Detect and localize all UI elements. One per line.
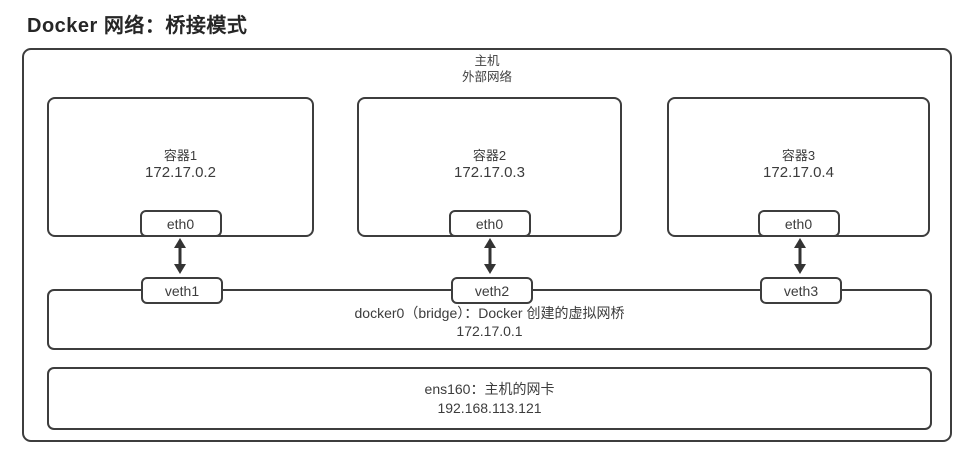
container-ip: 172.17.0.2 (145, 164, 216, 181)
host-box: 主机 外部网络 容器1 172.17.0.2 eth0 容器2 172.17.0… (22, 48, 952, 442)
diagram-title: Docker 网络：桥接模式 (27, 15, 248, 37)
bridge-ip: 172.17.0.1 (456, 323, 523, 339)
veth2-port: veth2 (451, 277, 533, 304)
container-3-eth0-port: eth0 (757, 210, 840, 237)
host-label-line2: 外部网络 (461, 70, 512, 84)
host-label: 主机 外部网络 (24, 53, 950, 85)
eth0-label: eth0 (166, 215, 195, 232)
container-ip: 172.17.0.3 (454, 164, 525, 181)
eth0-label: eth0 (784, 215, 813, 232)
container-name: 容器3 (781, 148, 816, 163)
container-name: 容器1 (163, 148, 198, 163)
veth3-label: veth3 (783, 282, 819, 299)
bridge-label: docker0（bridge）：Docker 创建的虚拟网桥 172.17.0.… (49, 304, 930, 340)
double-arrow-icon (484, 238, 496, 274)
veth1-port: veth1 (141, 277, 223, 304)
double-arrow-icon (794, 238, 806, 274)
container-1-label: 容器1 172.17.0.2 (49, 147, 312, 182)
eth0-label: eth0 (475, 215, 504, 232)
ens160-nic-box: ens160：主机的网卡 192.168.113.121 (47, 367, 932, 430)
docker0-bridge-box: veth1 veth2 veth3 docker0（bridge）：Docker… (47, 277, 932, 350)
container-2-label: 容器2 172.17.0.3 (359, 147, 620, 182)
container-1-box: 容器1 172.17.0.2 eth0 (47, 97, 314, 237)
bridge-description: docker0（bridge）：Docker 创建的虚拟网桥 (354, 305, 625, 321)
container-name: 容器2 (472, 148, 507, 163)
container-3-label: 容器3 172.17.0.4 (669, 147, 928, 182)
host-label-line1: 主机 (474, 54, 500, 68)
nic-ip: 192.168.113.121 (437, 399, 542, 416)
veth1-label: veth1 (164, 282, 200, 299)
double-arrow-icon (174, 238, 186, 274)
container-1-eth0-port: eth0 (139, 210, 222, 237)
container-ip: 172.17.0.4 (763, 164, 834, 181)
container-3-box: 容器3 172.17.0.4 eth0 (667, 97, 930, 237)
container-2-box: 容器2 172.17.0.3 eth0 (357, 97, 622, 237)
nic-description: ens160：主机的网卡 (424, 380, 555, 397)
veth3-port: veth3 (760, 277, 842, 304)
container-2-eth0-port: eth0 (448, 210, 531, 237)
veth2-label: veth2 (474, 282, 510, 299)
